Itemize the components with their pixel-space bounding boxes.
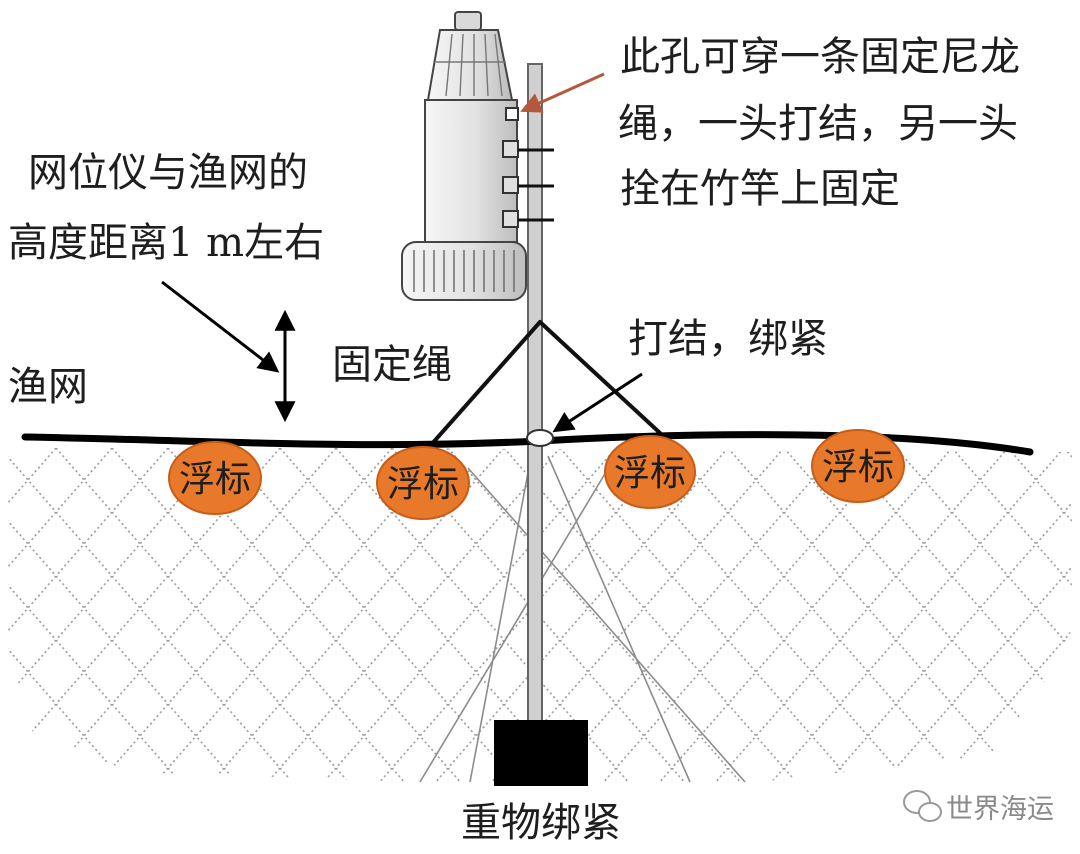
fishing-net-label: 渔网 [8,364,88,410]
watermark: 世界海运 [903,790,1054,825]
bracket [502,140,519,158]
height-note-line-2: 高度距离1 m左右 [8,220,324,266]
locator-ring-ribs [413,250,515,292]
float-label: 浮标 [387,464,459,505]
hole-leader-arrow [520,72,605,113]
float-label: 浮标 [822,447,894,488]
locator-cap-ribs [436,33,506,97]
hole-note-line-2: 绳，一头打结，另一头 [618,101,1018,147]
bracket [502,176,519,194]
fixing-ropes [428,320,662,448]
wechat-icon [903,790,942,822]
float-label: 浮标 [179,459,251,500]
weight-note-label: 重物绑紧 [461,800,621,846]
bamboo-pole [527,63,543,725]
knot-note-arrow [552,372,643,433]
weight-block [494,720,588,786]
watermark-text: 世界海运 [946,794,1054,825]
float-body [604,435,696,509]
hole-note-line-1: 此孔可穿一条固定尼龙 [620,34,1020,80]
cable-hole [505,107,519,121]
bracket [502,210,519,228]
float-4: 浮标 [811,429,905,503]
float-body [376,446,470,520]
locator-top-cap [426,29,514,101]
net-converging-lines [419,455,746,783]
fixing-rope-label: 固定绳 [332,342,452,388]
float-body [168,441,262,515]
knot-marker [526,429,554,447]
float-body [811,429,905,503]
float-1: 浮标 [168,441,262,515]
float-label: 浮标 [614,453,686,494]
height-note-arrow [161,280,280,373]
knot-note-label: 打结，绑紧 [628,316,828,362]
float-3: 浮标 [604,435,696,509]
fixing-rope-left [428,320,542,448]
height-note-line-1: 网位仪与渔网的 [28,150,308,196]
pole-brackets [502,140,554,228]
hole-note-line-3: 拴在竹竿上固定 [620,166,900,212]
fixing-rope-right [538,320,662,435]
locator-top-knob [454,11,482,31]
net-position-locator [401,11,554,301]
float-2: 浮标 [376,446,470,520]
